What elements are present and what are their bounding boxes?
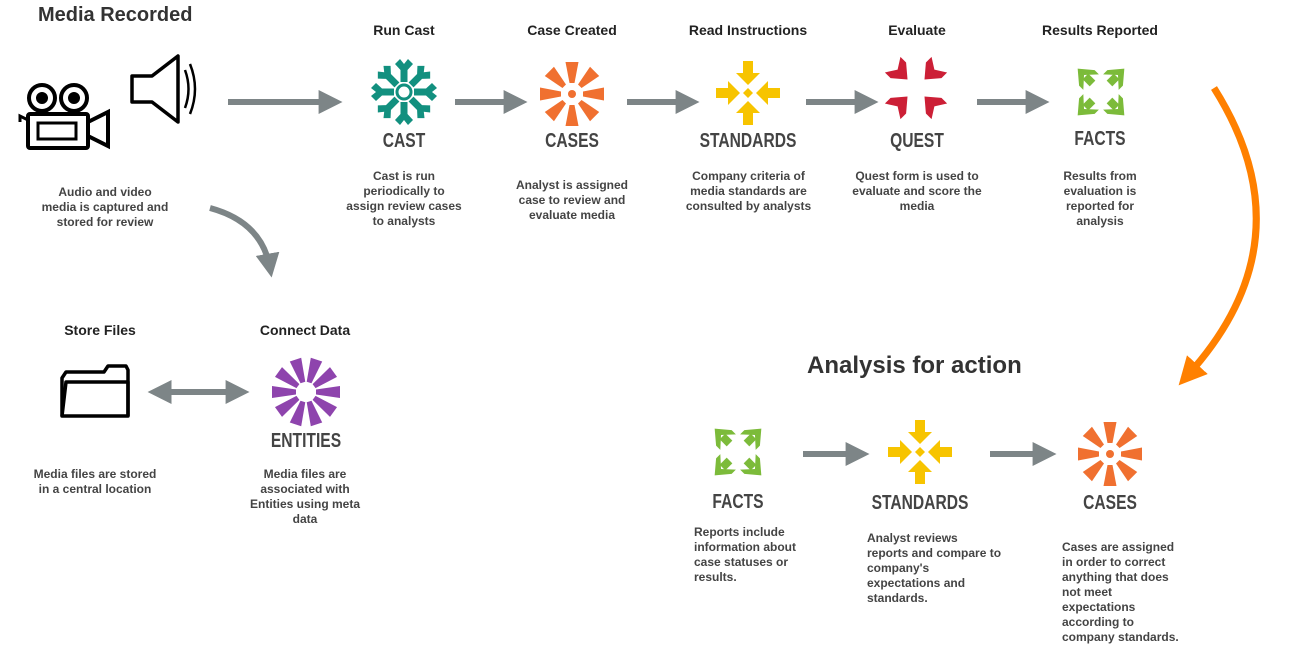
cases-icon [1078,422,1142,486]
video-camera-icon [18,83,110,150]
step-title-case-created: Case Created [527,22,617,38]
standards-icon [888,420,952,484]
label-entities: ENTITIES [270,430,342,452]
media-description: Audio and video media is captured and st… [41,185,169,229]
quest-icon [884,56,948,120]
step-title-read-instructions: Read Instructions [688,22,808,38]
step-title-evaluate: Evaluate [888,22,946,38]
entities-icon [272,357,340,427]
label-facts: FACTS [1074,128,1126,150]
step-title-results-reported: Results Reported [1042,22,1158,38]
label-cases: CASES [545,130,599,152]
facts-icon [1077,68,1125,116]
facts-icon [714,428,762,476]
arrow-media-to-storage [209,205,280,278]
cast-icon [371,59,437,125]
speaker-icon [130,54,197,124]
label-cast: CAST [382,130,426,152]
label-analysis-facts: FACTS [712,491,764,513]
standards-icon [716,61,780,125]
label-standards: STANDARDS [699,130,797,152]
desc-cast: Cast is run periodically to assign revie… [346,169,462,228]
desc-connect-data: Media files are associated with Entities… [249,467,361,526]
heading-analysis-for-action: Analysis for action [807,352,1022,379]
folder-icon [60,364,130,418]
step-title-connect-data: Connect Data [259,322,351,338]
desc-analysis-cases: Cases are assigned in order to correct a… [1062,540,1179,644]
gray-arrows [147,90,1057,466]
cases-icon [540,62,604,126]
orange-curved-arrow [1178,86,1260,386]
step-title-store-files: Store Files [64,322,136,338]
desc-store-files: Media files are stored in a central loca… [33,467,157,496]
label-quest: QUEST [890,130,944,152]
desc-analysis-standards: Analyst reviews reports and compare to c… [867,531,1002,605]
desc-analysis-facts: Reports include information about case s… [694,525,796,584]
desc-facts: Results from evaluation is reported for … [1063,169,1137,228]
desc-quest: Quest form is used to evaluate and score… [852,169,982,213]
heading-media-recorded: Media Recorded [38,4,193,26]
desc-standards: Company criteria of media standards are … [685,169,812,213]
label-analysis-standards: STANDARDS [871,492,969,514]
label-analysis-cases: CASES [1083,492,1137,514]
step-title-run-cast: Run Cast [373,22,435,38]
desc-cases: Analyst is assigned case to review and e… [515,178,629,222]
